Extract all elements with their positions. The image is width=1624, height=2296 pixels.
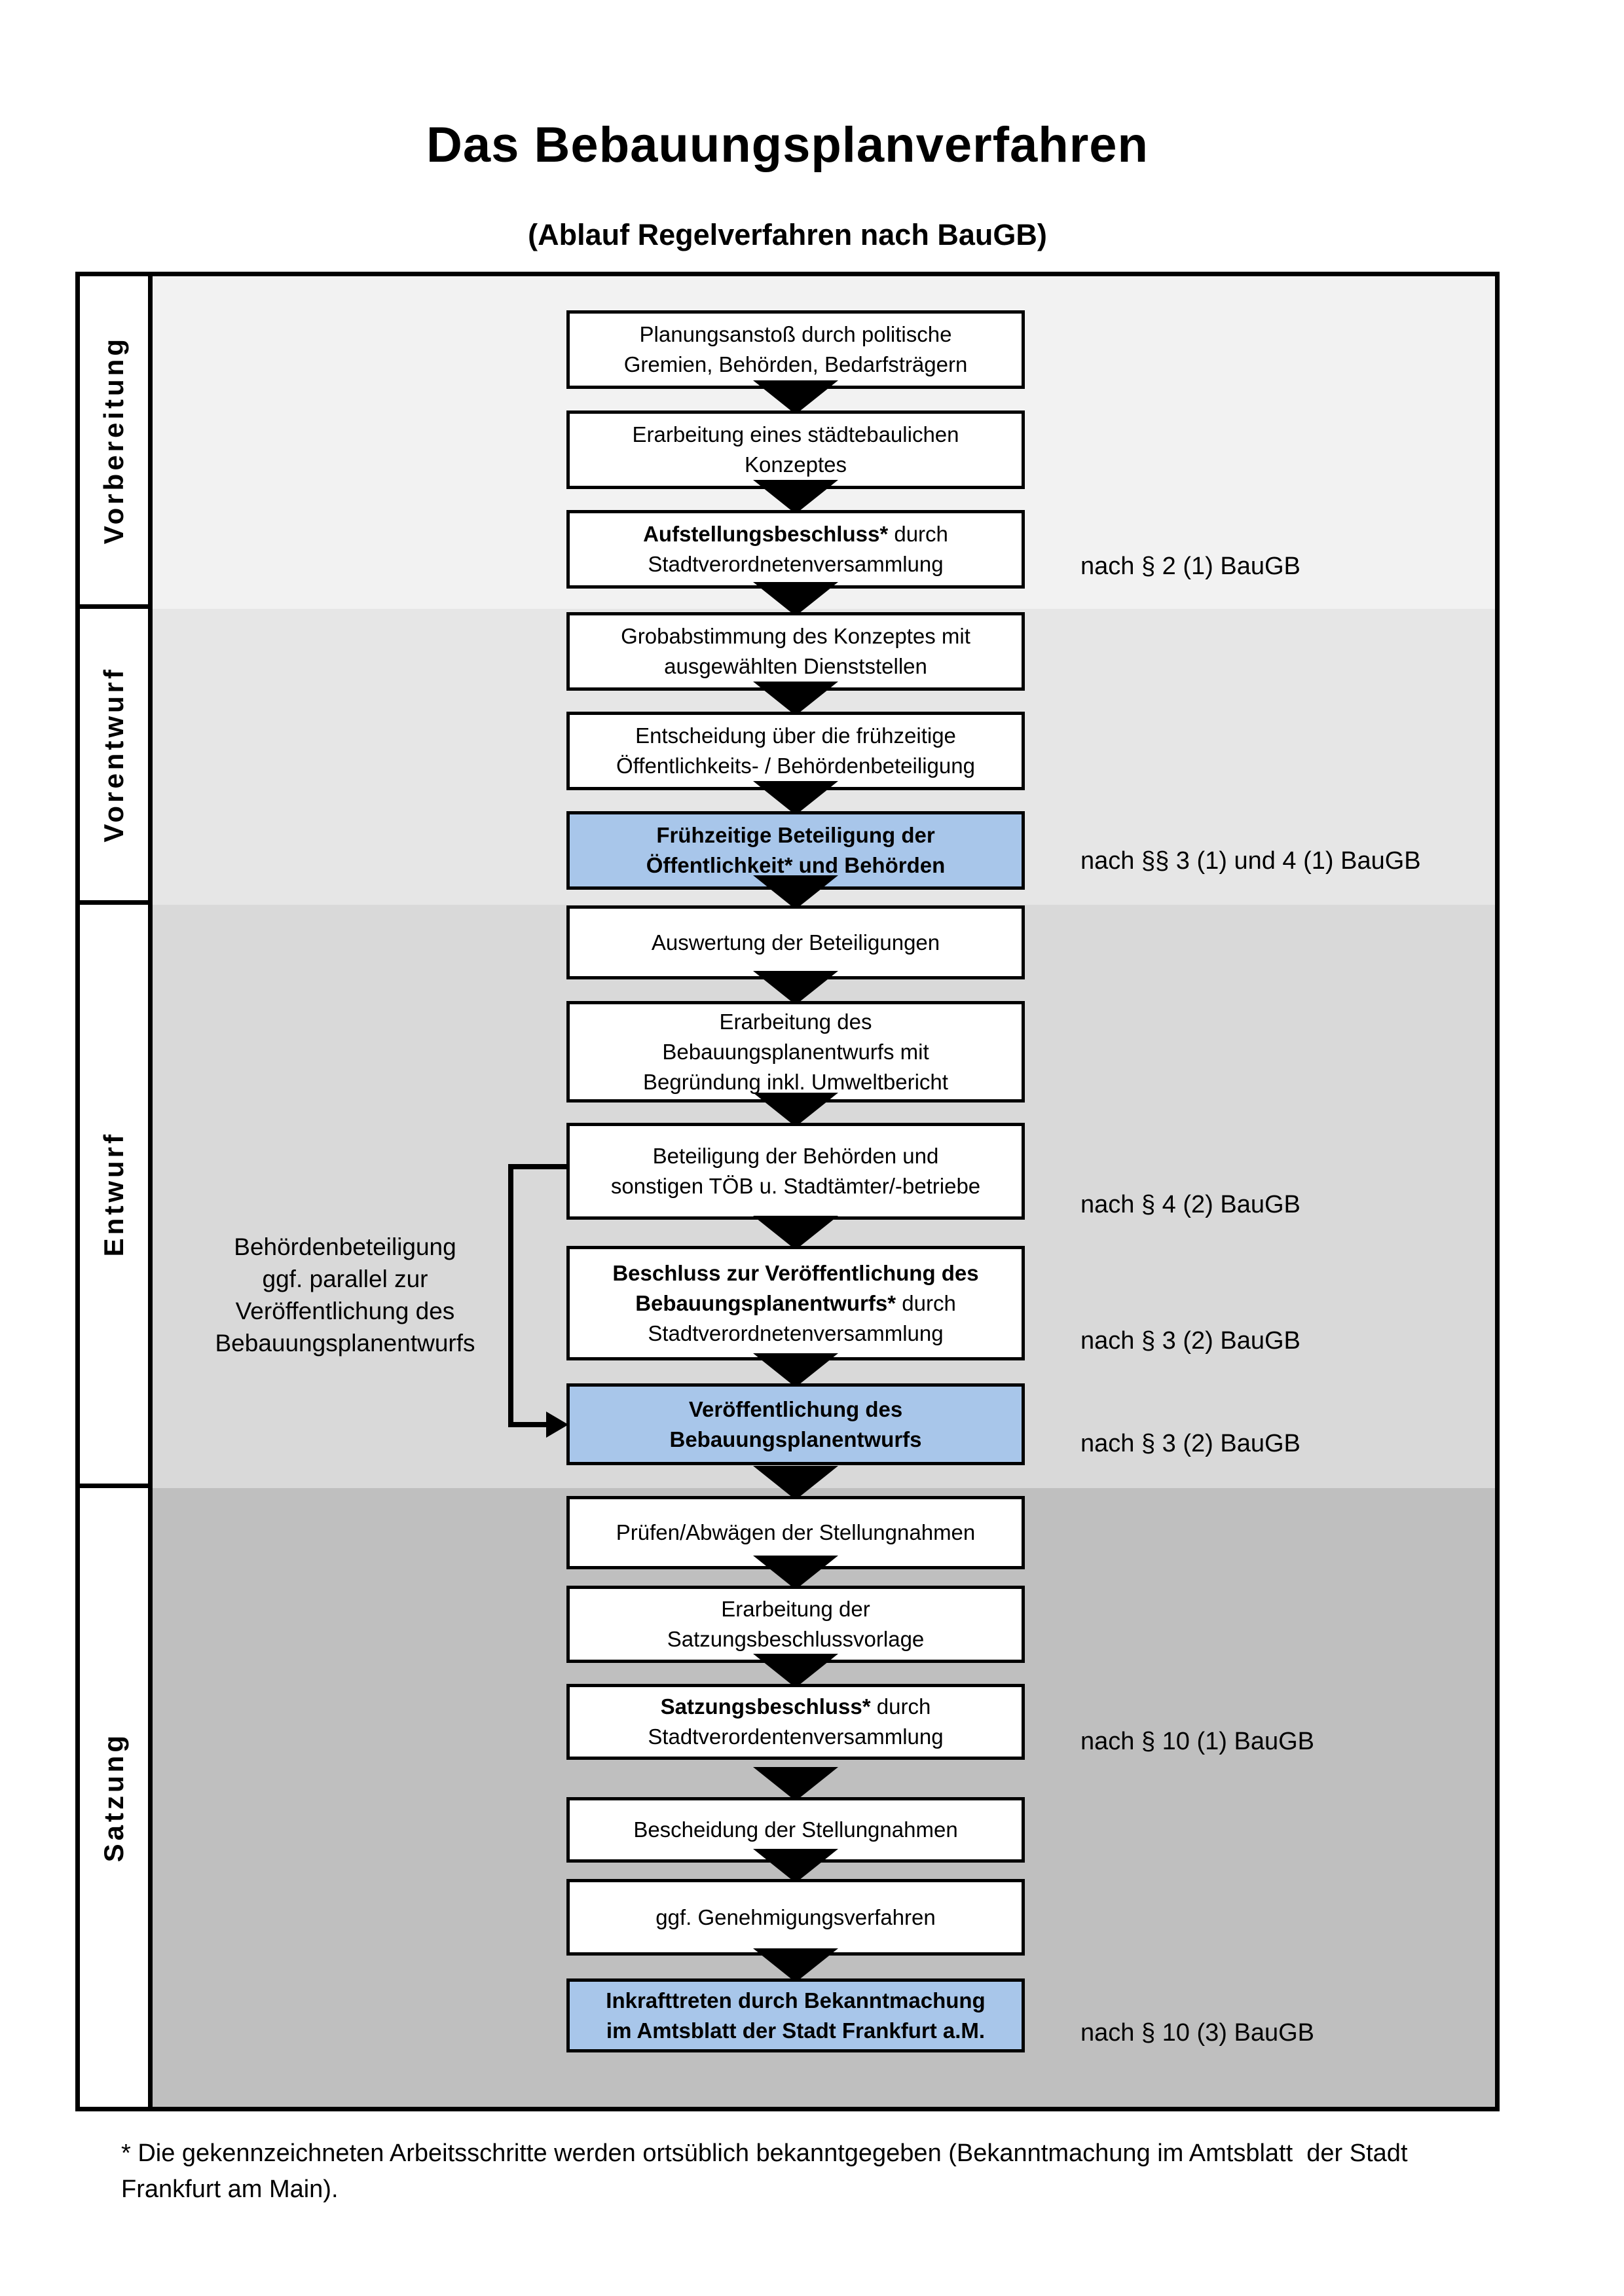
down-arrow-icon xyxy=(753,1093,838,1127)
down-arrow-icon xyxy=(753,875,838,909)
phase-cell-satzung: Satzung xyxy=(80,1488,148,2107)
box-line: sonstigen TÖB u. Stadtämter/-betriebe xyxy=(610,1174,981,1198)
footnote: * Die gekennzeichneten Arbeitsschritte w… xyxy=(121,2140,1408,2203)
law-reference: nach § 4 (2) BauGB xyxy=(1080,1191,1301,1218)
box-line: Satzungsbeschluss* durch xyxy=(660,1694,931,1719)
box-line: Veröffentlichung des xyxy=(688,1396,903,1421)
down-arrow-icon xyxy=(753,1849,838,1883)
box-line: Bescheidung der Stellungnahmen xyxy=(633,1817,958,1842)
phase-cell-vorbereitung: Vorbereitung xyxy=(80,276,148,609)
phase-cell-entwurf: Entwurf xyxy=(80,905,148,1488)
connector-layer: Behördenbeteiligung ggf. parallel zur Ve… xyxy=(80,276,1495,2107)
box-line: Stadtverordnetenversammlung xyxy=(648,1321,944,1345)
box-line: Inkrafttreten durch Bekanntmachung xyxy=(606,1988,986,2013)
process-box-genehmigungsverfahren: ggf. Genehmigungsverfahren xyxy=(566,1879,1025,1956)
box-line: Frühzeitige Beteiligung der xyxy=(656,823,935,847)
parallel-connector-line xyxy=(508,1422,550,1427)
down-arrow-icon xyxy=(753,1353,838,1387)
phase-cell-vorentwurf: Vorentwurf xyxy=(80,609,148,905)
side-note: Behördenbeteiligung ggf. parallel zur Ve… xyxy=(215,1233,475,1357)
law-reference: nach § 3 (2) BauGB xyxy=(1080,1327,1301,1355)
down-arrow-icon xyxy=(753,971,838,1005)
process-box-behoerdenbeteiligung: Beteiligung der Behörden und sonstigen TÖ… xyxy=(566,1123,1025,1220)
down-arrow-icon xyxy=(753,582,838,616)
box-line: Stadtverordentenversammlung xyxy=(648,1724,944,1749)
law-reference: nach § 2 (1) BauGB xyxy=(1080,553,1301,580)
page-subtitle: (Ablauf Regelverfahren nach BauGB) xyxy=(528,218,1047,251)
down-arrow-icon xyxy=(753,1767,838,1801)
law-reference: nach § 3 (2) BauGB xyxy=(1080,1430,1301,1457)
law-reference: nach § 10 (3) BauGB xyxy=(1080,2019,1314,2047)
box-line: Aufstellungsbeschluss* durch xyxy=(643,522,948,546)
box-line: ausgewählten Dienststellen xyxy=(664,654,927,678)
box-line: Erarbeitung eines städtebaulichen xyxy=(632,422,959,446)
box-line: Öffentlichkeits- / Behördenbeteiligung xyxy=(616,754,975,778)
box-line: Prüfen/Abwägen der Stellungnahmen xyxy=(616,1520,976,1544)
flow-chart: Vorbereitung Vorentwurf Entwurf Satzung … xyxy=(75,272,1500,2111)
law-reference: nach §§ 3 (1) und 4 (1) BauGB xyxy=(1080,847,1421,875)
right-arrow-icon xyxy=(546,1412,568,1438)
down-arrow-icon xyxy=(753,1948,838,1982)
law-reference: nach § 10 (1) BauGB xyxy=(1080,1728,1314,1755)
down-arrow-icon xyxy=(753,480,838,514)
down-arrow-icon xyxy=(753,1216,838,1250)
down-arrow-icon xyxy=(753,1556,838,1590)
box-line: Konzeptes xyxy=(745,452,847,477)
down-arrow-icon xyxy=(753,1466,838,1500)
box-line: Bebauungsplanentwurfs mit xyxy=(662,1039,929,1064)
box-line: Erarbeitung der xyxy=(721,1597,870,1621)
box-line: Stadtverordnetenversammlung xyxy=(648,552,944,576)
box-line: Begründung inkl. Umweltbericht xyxy=(643,1069,948,1094)
box-line: Auswertung der Beteiligungen xyxy=(651,930,940,955)
process-box-inkrafttreten: Inkrafttreten durch Bekanntmachung im Amt… xyxy=(566,1978,1025,2052)
box-line: Beteiligung der Behörden und xyxy=(652,1144,939,1168)
process-box-grobabstimmung: Grobabstimmung des Konzeptes mit ausgewäh… xyxy=(566,612,1025,691)
box-line: Gremien, Behörden, Bedarfsträgern xyxy=(623,352,968,376)
down-arrow-icon xyxy=(753,781,838,815)
box-line: ggf. Genehmigungsverfahren xyxy=(655,1904,936,1929)
box-line: Erarbeitung des xyxy=(719,1009,872,1034)
down-arrow-icon xyxy=(753,682,838,716)
parallel-connector-line xyxy=(508,1164,513,1427)
box-line: Entscheidung über die frühzeitige xyxy=(635,723,956,748)
box-line: im Amtsblatt der Stadt Frankfurt a.M. xyxy=(606,2018,986,2043)
down-arrow-icon xyxy=(753,380,838,414)
box-line: Bebauungsplanentwurfs* durch xyxy=(635,1290,956,1315)
box-line: Beschluss zur Veröffentlichung des xyxy=(612,1260,979,1285)
box-line: Bebauungsplanentwurfs xyxy=(669,1427,922,1451)
phase-sidebar: Vorbereitung Vorentwurf Entwurf Satzung xyxy=(80,276,153,2107)
down-arrow-icon xyxy=(753,1654,838,1688)
page-title: Das Bebauungsplanverfahren xyxy=(426,117,1149,173)
box-line: Öffentlichkeit* und Behörden xyxy=(646,853,946,877)
box-line: Satzungsbeschlussvorlage xyxy=(667,1627,925,1651)
box-line: Grobabstimmung des Konzeptes mit xyxy=(621,624,970,648)
box-line: Planungsanstoß durch politische xyxy=(639,322,952,346)
parallel-connector-line xyxy=(508,1164,567,1169)
process-box-auswertung-beteiligungen: Auswertung der Beteiligungen xyxy=(566,905,1025,979)
